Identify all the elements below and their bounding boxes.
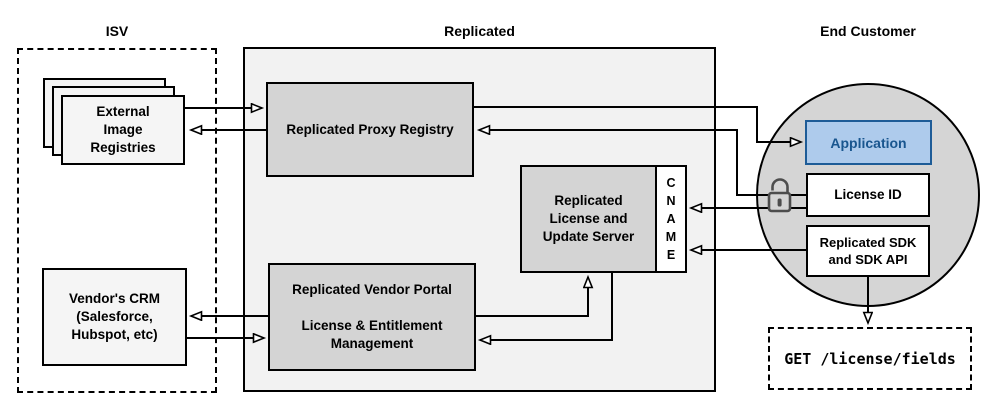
replicated-sdk-node: Replicated SDK and SDK API <box>806 225 930 277</box>
external-registries-label: External Image Registries <box>90 104 156 155</box>
application-label: Application <box>830 134 907 151</box>
unlock-icon <box>767 178 792 213</box>
cname-strip: C N A M E <box>655 167 685 271</box>
section-title-isv: ISV <box>105 23 129 39</box>
get-license-fields-box: GET /license/fields <box>768 327 972 390</box>
replicated-sdk-label: Replicated SDK and SDK API <box>819 235 917 267</box>
proxy-registry-label: Replicated Proxy Registry <box>286 121 454 137</box>
application-node: Application <box>805 120 932 165</box>
license-update-server-label: Replicated License and Update Server <box>542 193 635 244</box>
vendor-crm-node: Vendor's CRM (Salesforce, Hubspot, etc) <box>42 268 187 366</box>
license-id-label: License ID <box>834 187 902 202</box>
license-update-server-node: Replicated License and Update Server C N… <box>520 165 687 273</box>
section-title-end-customer: End Customer <box>820 23 916 39</box>
arrow-server-to-portal <box>480 273 613 340</box>
license-id-node: License ID <box>806 173 930 217</box>
proxy-registry-node: Replicated Proxy Registry <box>266 82 474 177</box>
cname-label: C N A M E <box>665 176 677 262</box>
license-update-server-body: Replicated License and Update Server <box>522 167 655 271</box>
external-registries-node: External Image Registries <box>61 95 185 165</box>
arrow-licenseid-to-proxy <box>479 130 768 196</box>
isv-section-box <box>17 48 217 393</box>
get-license-fields-label: GET /license/fields <box>784 349 956 368</box>
vendor-portal-label: Replicated Vendor Portal License & Entit… <box>292 282 452 351</box>
section-title-replicated: Replicated <box>444 23 515 39</box>
arrow-proxy-to-application <box>474 106 801 142</box>
vendor-portal-node: Replicated Vendor Portal License & Entit… <box>268 263 476 371</box>
arrow-portal-to-server <box>476 277 588 317</box>
vendor-crm-label: Vendor's CRM (Salesforce, Hubspot, etc) <box>69 291 160 342</box>
